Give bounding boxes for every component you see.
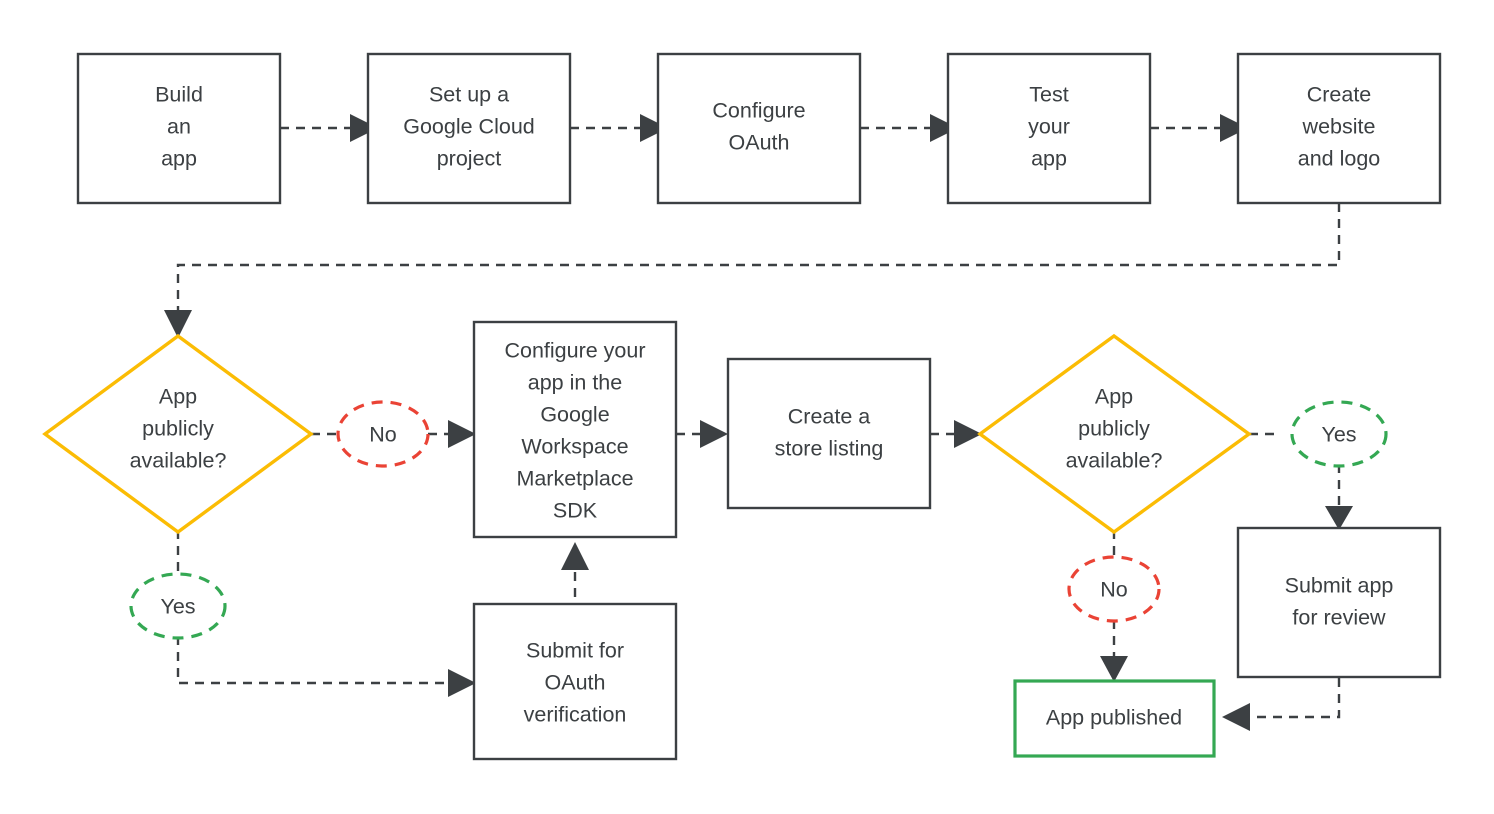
node-label-line: Submit for	[526, 639, 624, 663]
node-configure-app-marketplace-sdk[interactable]: Configure your app in the Google Workspa…	[472, 320, 678, 539]
node-app-published[interactable]: App published	[1013, 679, 1216, 758]
node-shape	[42, 333, 314, 535]
node-label-line: available?	[1066, 449, 1163, 473]
edge-label-value: No	[369, 423, 397, 447]
edge-label-decision2-yes: Yes	[1290, 400, 1388, 468]
node-shape	[366, 52, 572, 205]
node-set-up-google-cloud-project[interactable]: Set up a Google Cloud project	[366, 52, 572, 205]
connector-decision2-yes	[1249, 432, 1353, 530]
node-shape	[1013, 679, 1216, 758]
node-label-line: available?	[130, 449, 227, 473]
edge-label-decision1-no: No	[336, 400, 430, 468]
arrowhead-icon	[1100, 656, 1128, 682]
arrowhead-icon	[930, 114, 958, 142]
node-label-line: OAuth	[729, 131, 790, 155]
node-label-line: an	[167, 115, 191, 139]
connector-test-to-website	[1150, 114, 1248, 142]
arrowhead-icon	[1220, 114, 1248, 142]
node-shape	[726, 357, 932, 510]
edge-label-value: Yes	[1321, 423, 1356, 447]
node-label-line: publicly	[1078, 417, 1150, 441]
node-shape	[946, 52, 1152, 205]
node-decision-app-publicly-available-1[interactable]: App publicly available?	[42, 333, 314, 535]
node-label-line: Test	[1029, 83, 1068, 107]
node-label-line: publicly	[142, 417, 214, 441]
connector-decision2-no	[1100, 530, 1128, 682]
node-label-line: OAuth	[545, 671, 606, 695]
node-label-line: verification	[524, 703, 627, 727]
edge-label-value: No	[1100, 578, 1128, 602]
node-create-a-store-listing[interactable]: Create a store listing	[726, 357, 932, 510]
node-label-line: Configure your	[504, 339, 645, 363]
connector-decision1-no	[311, 420, 476, 448]
node-label-line: app	[161, 147, 197, 171]
edge-label-value: Yes	[160, 595, 195, 619]
node-label-line: SDK	[553, 499, 598, 523]
arrowhead-icon	[640, 114, 668, 142]
label-oval-shape	[336, 400, 430, 468]
arrowhead-icon	[448, 669, 476, 697]
arrowhead-icon	[448, 420, 476, 448]
arrowhead-icon	[700, 420, 728, 448]
node-shape	[656, 52, 862, 205]
node-label-line: app	[1031, 147, 1067, 171]
arrowhead-icon	[1222, 703, 1250, 731]
node-decision-app-publicly-available-2[interactable]: App publicly available?	[977, 333, 1252, 535]
node-shape	[472, 602, 678, 761]
node-shape	[472, 320, 678, 539]
arrowhead-icon	[1325, 506, 1353, 530]
connector-review-to-published	[1222, 678, 1341, 731]
node-configure-oauth[interactable]: Configure OAuth	[656, 52, 862, 205]
arrowhead-icon	[954, 420, 982, 448]
node-label-line: Marketplace	[516, 467, 633, 491]
node-label-line: website	[1302, 115, 1376, 139]
node-label-line: Google	[540, 403, 609, 427]
arrowhead-icon	[350, 114, 378, 142]
node-label-line: Workspace	[521, 435, 628, 459]
node-label-line: Create a	[788, 405, 871, 429]
node-test-your-app[interactable]: Test your app	[946, 52, 1152, 205]
node-label-line: Configure	[712, 99, 805, 123]
edge-label-decision1-yes: Yes	[129, 572, 227, 640]
label-oval-shape	[1290, 400, 1388, 468]
node-label-line: Google Cloud	[403, 115, 534, 139]
connector-storelisting-to-decision2	[930, 420, 982, 448]
connector-build-to-setup	[280, 114, 378, 142]
node-label-line: for review	[1292, 606, 1386, 630]
node-create-website-and-logo[interactable]: Create website and logo	[1236, 52, 1442, 205]
connector-oauthverify-to-sdk	[561, 542, 589, 629]
node-shape	[977, 333, 1252, 535]
node-label-line: Build	[155, 83, 203, 107]
node-label-line: App published	[1046, 706, 1182, 730]
node-label-line: app in the	[528, 371, 622, 395]
node-label-line: Create	[1307, 83, 1372, 107]
arrowhead-icon	[164, 310, 192, 338]
connector-oauth-to-test	[860, 114, 958, 142]
node-submit-for-oauth-verification[interactable]: Submit for OAuth verification	[472, 602, 678, 761]
node-label-line: App	[159, 385, 197, 409]
node-label-line: App	[1095, 385, 1133, 409]
node-submit-app-for-review[interactable]: Submit app for review	[1236, 526, 1442, 679]
connector-setup-to-oauth	[570, 114, 668, 142]
arrowhead-icon	[561, 542, 589, 570]
node-label-line: store listing	[775, 437, 884, 461]
label-oval-shape	[129, 572, 227, 640]
node-shape	[76, 52, 282, 205]
connector-decision1-yes	[176, 530, 476, 697]
edge-label-decision2-no: No	[1067, 555, 1161, 623]
connector-website-to-decision1	[164, 203, 1341, 338]
node-label-line: your	[1028, 115, 1070, 139]
node-label-line: and logo	[1298, 147, 1381, 171]
connector-sdk-to-storelisting	[676, 420, 728, 448]
node-shape	[1236, 526, 1442, 679]
node-label-line: Submit app	[1285, 574, 1394, 598]
node-build-an-app[interactable]: Build an app	[76, 52, 282, 205]
label-oval-shape	[1067, 555, 1161, 623]
node-label-line: Set up a	[429, 83, 509, 107]
node-label-line: project	[437, 147, 502, 171]
node-shape	[1236, 52, 1442, 205]
